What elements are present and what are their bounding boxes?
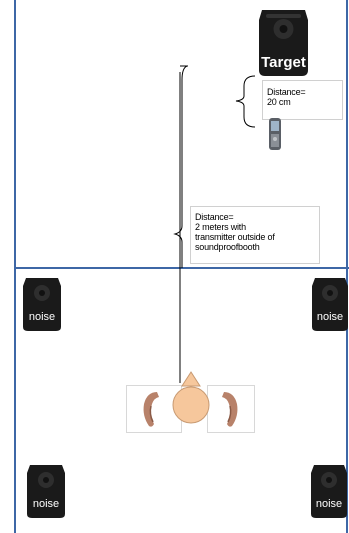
listener-head [170, 370, 212, 424]
listener-head-icon [170, 370, 212, 424]
loudspeaker-icon [309, 462, 349, 520]
near-distance-brace [236, 76, 255, 127]
noise-speaker-bottom-left: noise [25, 462, 67, 520]
target-speaker: Target [256, 6, 311, 78]
noise-speaker-label: noise [310, 311, 349, 323]
hearing-aid-right [207, 385, 255, 433]
far-distance-brace [175, 66, 187, 268]
noise-speaker-top-left: noise [21, 275, 63, 333]
phone-transmitter-icon [266, 116, 284, 152]
noise-speaker-bottom-right: noise [309, 462, 349, 520]
loudspeaker-icon [21, 275, 63, 333]
target-speaker-label: Target [256, 54, 311, 71]
loudspeaker-icon [25, 462, 67, 520]
noise-speaker-label: noise [25, 498, 67, 510]
transmitter-device [266, 116, 284, 152]
far-distance-note: Distance= 2 meters with transmitter outs… [190, 206, 320, 264]
loudspeaker-icon [310, 275, 349, 333]
noise-speaker-label: noise [21, 311, 63, 323]
hearing-aid-icon [208, 386, 254, 432]
noise-speaker-top-right: noise [310, 275, 349, 333]
near-distance-note: Distance= 20 cm [262, 80, 343, 120]
noise-speaker-label: noise [309, 498, 349, 510]
